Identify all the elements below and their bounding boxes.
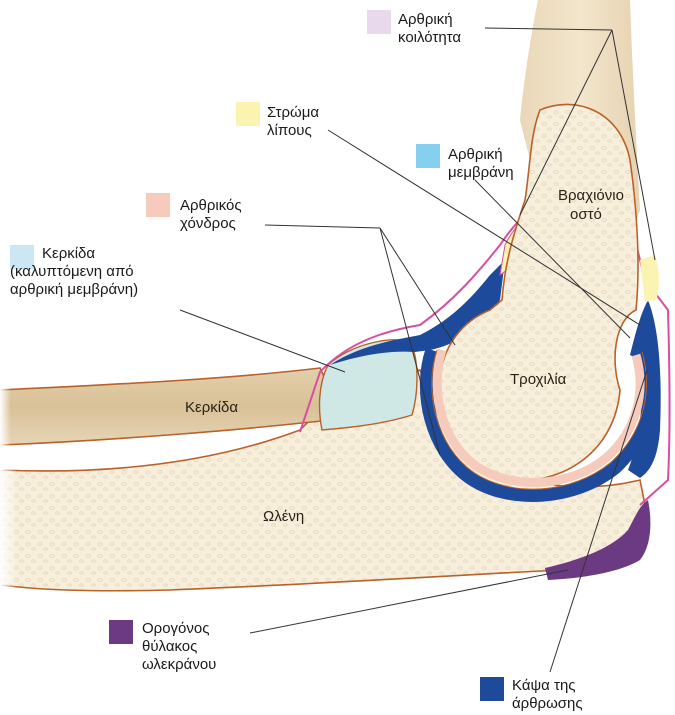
trochlea-label: Τροχιλία	[510, 371, 566, 388]
joint-capsule-swatch	[480, 677, 504, 701]
synovial-membrane-swatch	[416, 144, 440, 168]
articular-cavity-swatch	[367, 10, 391, 34]
olecranon-bursa-swatch	[109, 620, 133, 644]
ulna-label: Ωλένη	[263, 508, 304, 525]
fat-pad-posterior	[640, 255, 659, 302]
articular-cartilage-swatch	[146, 193, 170, 217]
radius-covered-label: Κερκίδα	[42, 245, 95, 263]
fat-layer-swatch	[236, 102, 260, 126]
humerus-label: Βραχιόνιο οστό	[558, 186, 624, 224]
radius-label: Κερκίδα	[185, 399, 238, 416]
